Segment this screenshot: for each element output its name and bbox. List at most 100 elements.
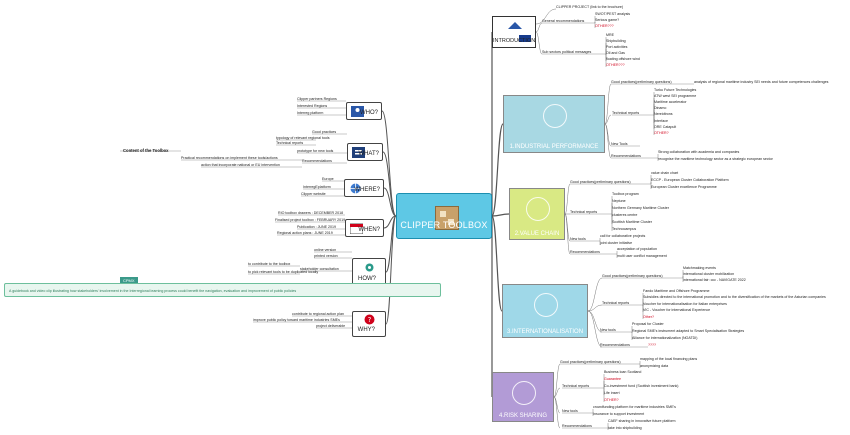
s2-item: Technocampus	[612, 227, 637, 231]
s3-item: Voucher for internationalisation for Ita…	[643, 302, 727, 306]
intro-item: MRE	[606, 33, 614, 37]
s3-item: VIC - Voucher for international Experien…	[643, 308, 711, 312]
eu-flag-icon	[519, 35, 531, 42]
s3-item: Proposal for Cluster	[632, 322, 664, 326]
s2-item: ECCP - European Cluster Collaboration Pl…	[651, 178, 729, 182]
s4-item: mapping of the local financing plans	[640, 357, 698, 361]
s2-item: multi user conflict management	[617, 254, 667, 258]
s1-item: Interface	[654, 119, 668, 123]
when-label: WHEN?	[358, 227, 380, 233]
s3-branch-label: Recommendations	[600, 343, 630, 347]
s4-item: crowdfunding platform for maritime indus…	[593, 405, 676, 409]
s3-item: Alliance for internationalization (NOATD…	[632, 336, 698, 340]
section-internationalisation[interactable]: 3.INTERNATIONALISATION	[502, 284, 588, 338]
network-icon	[526, 197, 550, 221]
document-icon	[352, 147, 365, 158]
s3-branch-label: Good practices(preliminary questions)	[602, 274, 663, 278]
why-item: improve public policy toward maritime in…	[253, 318, 340, 322]
main-branch-line	[491, 215, 503, 312]
s4-branch-label: Good practices(preliminary questions)	[560, 360, 621, 364]
connector-line	[587, 310, 603, 348]
when-item: Regional action plans : JUNE 2019	[277, 231, 333, 235]
connector-line	[564, 183, 571, 215]
connector-line	[587, 277, 603, 312]
intro-branch-label: Sub sectors political messages	[542, 50, 592, 54]
s1-item: recognise the maritime technology sector…	[658, 157, 773, 161]
when-item: Finalised project toolbox : FEBRUARY 201…	[275, 218, 346, 222]
s1-item: Maritime accelerator	[654, 100, 687, 104]
where-node[interactable]: WHERE?	[344, 179, 384, 197]
where-item: Europe	[322, 177, 334, 181]
connector-line	[587, 304, 603, 312]
s3-item: international cluster mobilization	[683, 272, 735, 276]
intro-item: floating offshore wind	[606, 57, 640, 61]
intro-item: Serious game?	[595, 18, 620, 22]
how-label: HOW?	[358, 276, 376, 282]
what-label: WHAT?	[358, 151, 379, 157]
s4-item: Business loan Scotland	[604, 370, 642, 374]
what-item: Technical reports	[276, 141, 304, 145]
s2-branch-label: Good practices(preliminary questions)	[570, 180, 631, 184]
main-branch-line	[382, 151, 397, 217]
what-node[interactable]: WHAT?	[347, 143, 383, 161]
cpmx-badge: CPMX	[120, 277, 138, 284]
intro-top-item: CLIPPER PROJECT (link to the brochure)	[556, 5, 624, 9]
main-branch-line	[385, 215, 397, 325]
section-industrial-performance-label: 1.INDUSTRIAL PERFORMANCE	[509, 144, 599, 150]
how-node[interactable]: HOW?	[352, 258, 386, 286]
gear-icon	[365, 263, 374, 272]
why-node[interactable]: ? WHY?	[352, 311, 386, 337]
main-branch-line	[383, 187, 397, 217]
s1-item: Strong collaboration with academia and c…	[658, 150, 740, 154]
connector-line	[535, 22, 543, 33]
who-node[interactable]: WHO?	[346, 102, 382, 120]
where-item: InterregEplatform	[303, 185, 331, 189]
s3-item: international fair: ccc - NAVIGATE 2022	[683, 278, 746, 282]
s2-item: clusteres centre	[612, 213, 638, 217]
s1-item: ORE Catapult	[654, 125, 677, 129]
s4-item: Guarantee	[604, 377, 621, 381]
when-node[interactable]: WHEN?	[345, 219, 384, 237]
question-icon: ?	[364, 314, 375, 325]
calendar-icon	[350, 223, 363, 234]
what-item: typology of relevant regional tools	[276, 136, 330, 140]
s3-branch-label: Technical reports	[602, 301, 630, 305]
s2-item: call for collaborative projects	[600, 234, 646, 238]
connector-line	[604, 114, 612, 125]
section-industrial-performance[interactable]: 1.INDUSTRIAL PERFORMANCE	[503, 95, 605, 153]
how-sub-item: to contribute to the toolbox	[248, 262, 291, 266]
cpmx-note: A guidebook and video clip illustrating …	[4, 283, 441, 297]
s2-item: European Cluster excellence Programme	[651, 185, 717, 189]
main-branch-line	[491, 213, 510, 217]
what-item: prototype for new tools	[297, 149, 334, 153]
s3-item: Matchmaking events	[683, 266, 716, 270]
s4-branch-label: New tools	[562, 409, 578, 413]
section-risk-sharing-label: 4.RISK SHARING	[498, 413, 547, 419]
s2-branch-label: Recommendations	[570, 250, 600, 254]
s3-item: ????	[648, 343, 656, 347]
introduction-node[interactable]: INTRODUCTION	[492, 16, 536, 48]
why-item: project deliverable	[316, 324, 346, 328]
s4-item: Insurance to support investment	[593, 412, 645, 416]
how-item: printed version	[314, 254, 338, 258]
s3-item: Regional SME's instrument adapted to Sma…	[632, 329, 745, 333]
what-policy-item: Practical recommendations on implement t…	[181, 156, 278, 160]
group-icon	[512, 381, 536, 405]
cpmx-note-text: A guidebook and video clip illustrating …	[9, 289, 297, 293]
toolbox-logo-icon	[435, 206, 459, 230]
connector-line	[535, 31, 543, 55]
when-item: RIO toolbox drawers : DECEMBER 2018	[278, 211, 344, 215]
s2-branch-label: New tools	[570, 237, 586, 241]
s1-branch-label: Recommendations	[611, 154, 641, 158]
who-item: Interreg platform	[297, 111, 324, 115]
where-label: WHERE?	[354, 187, 380, 193]
how-item: online version	[314, 248, 337, 252]
s3-item: Fando Maritime and Offshore Programme	[643, 289, 710, 293]
center-node[interactable]: CLIPPER TOOLBOX	[396, 193, 492, 239]
when-item: Publication : JUNE 2019	[297, 225, 336, 229]
section-value-chain[interactable]: 2.VALUE CHAIN	[509, 188, 565, 240]
s2-item: Neptune	[612, 199, 626, 203]
s4-item: Co-investment fund (Scottish investment …	[604, 384, 679, 388]
section-risk-sharing[interactable]: 4.RISK SHARING	[492, 372, 554, 422]
